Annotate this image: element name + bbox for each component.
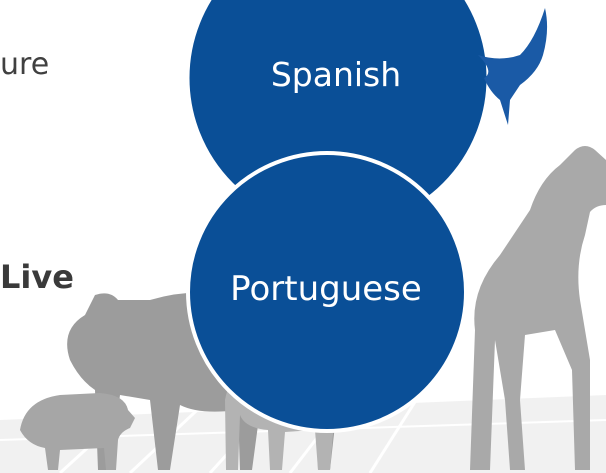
swallow-bird-icon [478,8,548,125]
portuguese-circle [186,151,468,433]
horse-icon [470,146,606,470]
spanish-label: Spanish [270,55,402,94]
portuguese-label: Portuguese [230,269,422,309]
pig-icon [20,393,135,470]
partial-text-line-2: Live [0,258,74,296]
partial-text-line-1: ure [0,47,50,82]
